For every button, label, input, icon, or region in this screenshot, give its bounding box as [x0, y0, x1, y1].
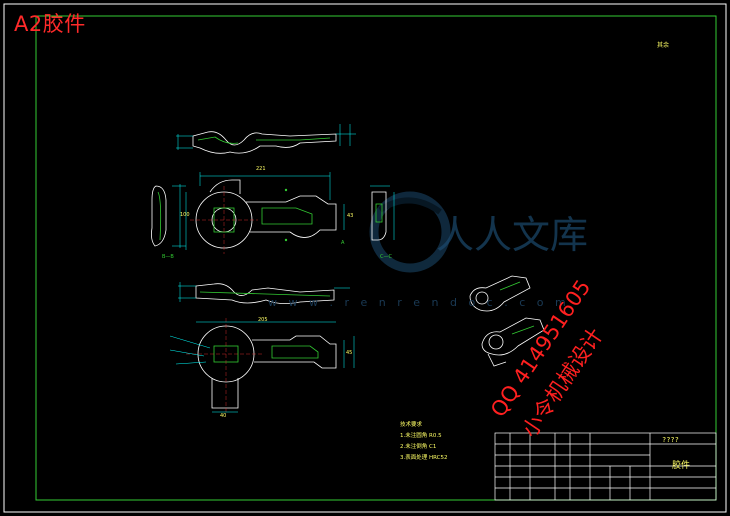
dim-length-top: 221 [256, 166, 266, 172]
drawing-frame [35, 15, 717, 501]
bottom-plan-view [169, 318, 355, 413]
dim-width-bottom: 40 [220, 413, 227, 419]
section-label-left: B—B [162, 254, 174, 260]
watermark-url: w w w . r e n r e n d o c . c o m [268, 296, 570, 309]
middle-profile-view [178, 282, 350, 304]
dim-length-bottom: 205 [258, 317, 268, 323]
title-block-drawing-no: ???? [662, 436, 679, 444]
watermark-site-name: 人人文库 [436, 213, 589, 257]
dim-height-main: 100 [180, 212, 190, 218]
isometric-view-2 [481, 317, 545, 367]
note-line: 2.未注倒角 C1 [400, 444, 437, 450]
note-heading: 技术要求 [400, 422, 423, 428]
top-profile-view [176, 124, 356, 154]
technical-notes: 技术要求 1.未注圆角 R0.5 2.未注倒角 C1 3.表面处理 HRC52 [400, 420, 448, 464]
note-line: 3.表面处理 HRC52 [400, 455, 448, 461]
left-section-view [151, 184, 186, 248]
watermark-logo [369, 191, 451, 273]
main-front-view [185, 172, 345, 254]
drawing-title: A2胶件 [14, 12, 86, 36]
title-block-part-name: 胶件 [672, 461, 691, 471]
title-block [494, 432, 717, 501]
sheet-outer-border [3, 3, 727, 513]
dim-height-side: 43 [347, 213, 354, 219]
view-marker-a: A [341, 240, 345, 246]
roughness-note: 其余 [657, 42, 670, 49]
isometric-view-1 [469, 275, 531, 312]
section-label-right: C—C [380, 254, 392, 260]
note-line: 1.未注圆角 R0.5 [400, 433, 442, 439]
right-section-view [370, 185, 395, 241]
dim-height-right: 45 [346, 350, 353, 356]
